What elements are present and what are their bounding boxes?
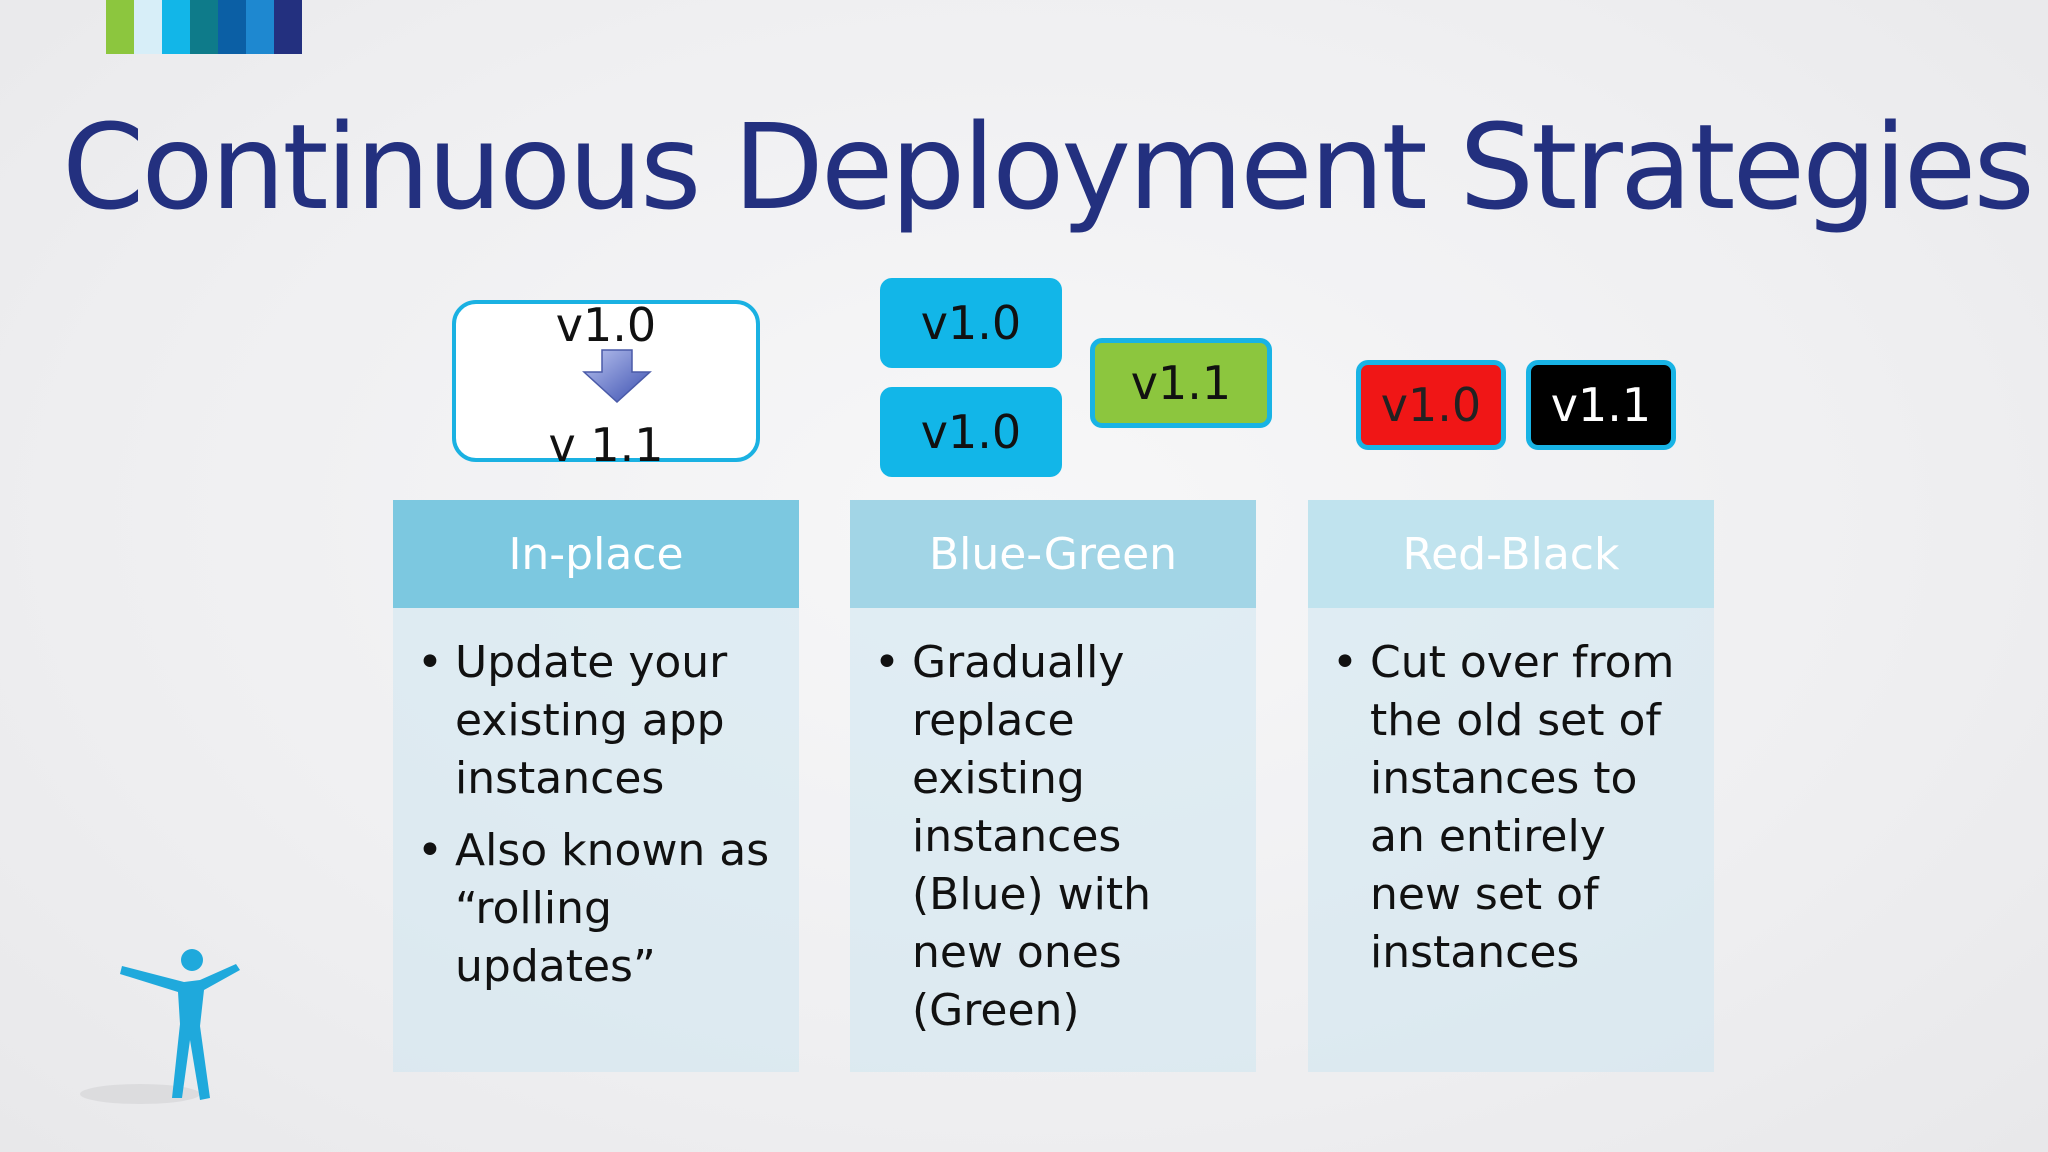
- red-black-header: Red-Black: [1308, 500, 1714, 608]
- red-instance: v1.0: [1356, 360, 1506, 450]
- logo-stripe: [106, 0, 134, 54]
- blue-green-bullets: • Gradually replace existing instances (…: [850, 608, 1256, 1040]
- logo-color-strip: [106, 0, 302, 54]
- bullet-text: Cut over from the old set of instances t…: [1370, 637, 1675, 978]
- bullet-icon: •: [417, 825, 443, 876]
- bullet-text: Gradually replace existing instances (Bl…: [912, 637, 1152, 1036]
- bullet-text: Update your existing app instances: [455, 637, 728, 804]
- bullet-text: Also known as “rolling updates”: [455, 825, 770, 992]
- logo-stripe: [190, 0, 218, 54]
- green-instance: v1.1: [1090, 338, 1272, 428]
- logo-stripe: [274, 0, 302, 54]
- bullet-icon: •: [1332, 637, 1358, 688]
- red-black-bullets: • Cut over from the old set of instances…: [1308, 608, 1714, 982]
- bullet-icon: •: [417, 637, 443, 688]
- down-arrow-icon: [582, 349, 652, 404]
- bullet-item: • Update your existing app instances: [417, 634, 779, 808]
- in-place-from-version: v1.0: [555, 298, 657, 352]
- blue-green-column: Blue-Green • Gradually replace existing …: [850, 500, 1256, 1072]
- black-instance: v1.1: [1526, 360, 1676, 450]
- in-place-bullets: • Update your existing app instances • A…: [393, 608, 799, 996]
- blue-instance-1: v1.0: [880, 278, 1062, 368]
- blue-instance-2: v1.0: [880, 387, 1062, 477]
- bullet-icon: •: [874, 637, 900, 688]
- in-place-to-version: v 1.1: [548, 418, 664, 472]
- logo-stripe: [218, 0, 246, 54]
- in-place-diagram: v1.0 v 1.1: [452, 298, 760, 472]
- in-place-column: In-place • Update your existing app inst…: [393, 500, 799, 1072]
- logo-stripe: [246, 0, 274, 54]
- blue-green-header: Blue-Green: [850, 500, 1256, 608]
- logo-stripe: [162, 0, 190, 54]
- bullet-item: • Also known as “rolling updates”: [417, 822, 779, 996]
- person-silhouette-icon: [80, 949, 240, 1104]
- slide-title: Continuous Deployment Strategies: [62, 98, 2035, 236]
- logo-stripe: [134, 0, 162, 54]
- bullet-item: • Cut over from the old set of instances…: [1332, 634, 1694, 982]
- red-black-column: Red-Black • Cut over from the old set of…: [1308, 500, 1714, 1072]
- in-place-header: In-place: [393, 500, 799, 608]
- bullet-item: • Gradually replace existing instances (…: [874, 634, 1236, 1040]
